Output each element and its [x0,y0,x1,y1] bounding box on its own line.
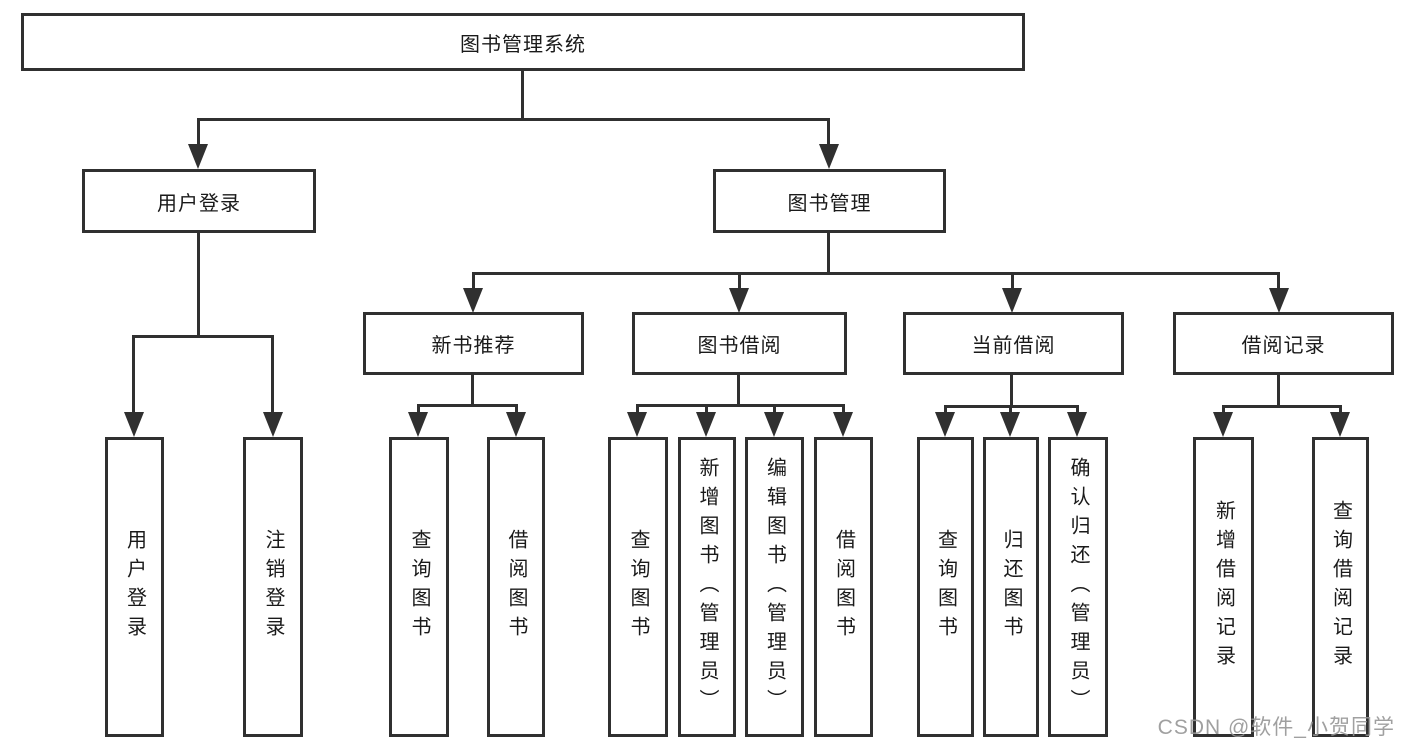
node-leaf-cb-return-book: 归还图书 [983,437,1039,737]
connector-stub-bb-edit [773,404,776,416]
arrow-to-cb-query [935,412,955,437]
connector-current-borrow-stem [1010,374,1013,408]
arrow-to-user-login [188,144,208,169]
node-user-login-label: 用户登录 [157,192,241,215]
node-leaf-bb-query-book-label: 查询图书 [627,529,649,645]
node-leaf-bb-edit-book: 编辑图书（管理员） [745,437,804,737]
node-leaf-cb-confirm-return: 确认归还（管理员） [1048,437,1108,737]
node-leaf-bb-borrow-book: 借阅图书 [814,437,873,737]
node-borrow-records-label: 借阅记录 [1241,335,1326,357]
node-leaf-br-query-record: 查询借阅记录 [1312,437,1369,737]
node-leaf-rec-borrow-book-label: 借阅图书 [505,529,527,645]
node-leaf-br-add-record: 新增借阅记录 [1193,437,1254,737]
node-leaf-logout: 注销登录 [243,437,303,737]
connector-user-login-stem [197,232,200,338]
connector-stub-user-login [197,118,200,148]
node-leaf-cb-query-book-label: 查询图书 [934,529,957,645]
connector-stub-bb-borrow [842,404,845,416]
connector-stub-rec-query [417,404,420,416]
node-new-book-rec: 新书推荐 [363,312,584,375]
connector-new-book-rec-rail [417,404,518,407]
connector-stub-login [132,335,135,415]
node-leaf-bb-query-book: 查询图书 [608,437,668,737]
csdn-watermark: CSDN @软件_小贺同学 [1157,716,1395,739]
node-book-mgmt: 图书管理 [713,169,946,233]
arrow-to-borrow-records [1269,288,1289,313]
connector-borrow-records-rail [1222,405,1342,408]
node-leaf-login-label: 用户登录 [123,529,146,645]
connector-stub-logout [271,335,274,415]
node-leaf-bb-add-book-label: 新增图书（管理员） [696,456,718,718]
arrow-to-cb-return [1000,412,1020,437]
connector-stub-borrow-records [1277,272,1280,294]
connector-root-rail [197,118,830,121]
node-leaf-br-add-record-label: 新增借阅记录 [1212,500,1235,674]
connector-stub-current-borrow [1011,272,1014,294]
connector-book-borrow-stem [737,374,740,407]
node-leaf-rec-query-book: 查询图书 [389,437,449,737]
node-leaf-bb-add-book: 新增图书（管理员） [678,437,736,737]
node-root-label: 图书管理系统 [460,33,586,56]
connector-stub-rec-borrow [515,404,518,416]
arrow-to-rec-query [408,412,428,437]
connector-stub-br-query [1339,405,1342,416]
arrow-to-bb-add [696,412,716,437]
arrow-to-book-mgmt [819,144,839,169]
connector-stub-cb-query [944,405,947,416]
node-book-mgmt-label: 图书管理 [787,192,872,215]
arrow-to-new-book-rec [463,288,483,313]
arrow-to-bb-edit [764,412,784,437]
node-user-login: 用户登录 [82,169,316,233]
arrow-to-login [124,412,144,437]
arrow-to-br-add [1213,412,1233,437]
node-book-borrow: 图书借阅 [632,312,847,375]
node-book-borrow-label: 图书借阅 [697,335,782,357]
node-leaf-bb-edit-book-label: 编辑图书（管理员） [763,456,786,718]
connector-book-mgmt-stem [827,232,830,275]
connector-stub-new-book-rec [472,272,475,294]
connector-stub-cb-confirm [1076,405,1079,416]
arrow-to-bb-borrow [833,412,853,437]
node-leaf-br-query-record-label: 查询借阅记录 [1329,500,1352,674]
arrow-to-bb-query [627,412,647,437]
node-leaf-rec-query-book-label: 查询图书 [408,529,430,645]
node-leaf-logout-label: 注销登录 [262,529,284,645]
node-leaf-cb-confirm-return-label: 确认归还（管理员） [1067,456,1089,718]
arrow-to-current-borrow [1002,288,1022,313]
connector-stub-br-add [1222,405,1225,416]
connector-root-stem [521,70,524,120]
arrow-to-rec-borrow [506,412,526,437]
arrow-to-br-query [1330,412,1350,437]
node-current-borrow-label: 当前借阅 [971,335,1056,357]
connector-stub-bb-query [636,404,639,416]
node-leaf-bb-borrow-book-label: 借阅图书 [832,529,855,645]
node-leaf-cb-query-book: 查询图书 [917,437,974,737]
connector-stub-bb-add [705,404,708,416]
node-borrow-records: 借阅记录 [1173,312,1394,375]
node-root: 图书管理系统 [21,13,1025,71]
connector-stub-cb-return [1009,405,1012,416]
connector-borrow-records-stem [1277,374,1280,408]
node-current-borrow: 当前借阅 [903,312,1124,375]
connector-book-mgmt-rail [472,272,1280,275]
connector-stub-book-mgmt [827,118,830,148]
connector-stub-book-borrow [738,272,741,294]
node-leaf-rec-borrow-book: 借阅图书 [487,437,545,737]
node-leaf-cb-return-book-label: 归还图书 [1000,529,1022,645]
connector-user-login-rail [132,335,274,338]
arrow-to-cb-confirm [1067,412,1087,437]
node-leaf-login: 用户登录 [105,437,164,737]
node-new-book-rec-label: 新书推荐 [431,335,516,357]
arrow-to-book-borrow [729,288,749,313]
connector-book-borrow-rail [636,404,845,407]
connector-new-book-rec-stem [471,374,474,407]
arrow-to-logout [263,412,283,437]
